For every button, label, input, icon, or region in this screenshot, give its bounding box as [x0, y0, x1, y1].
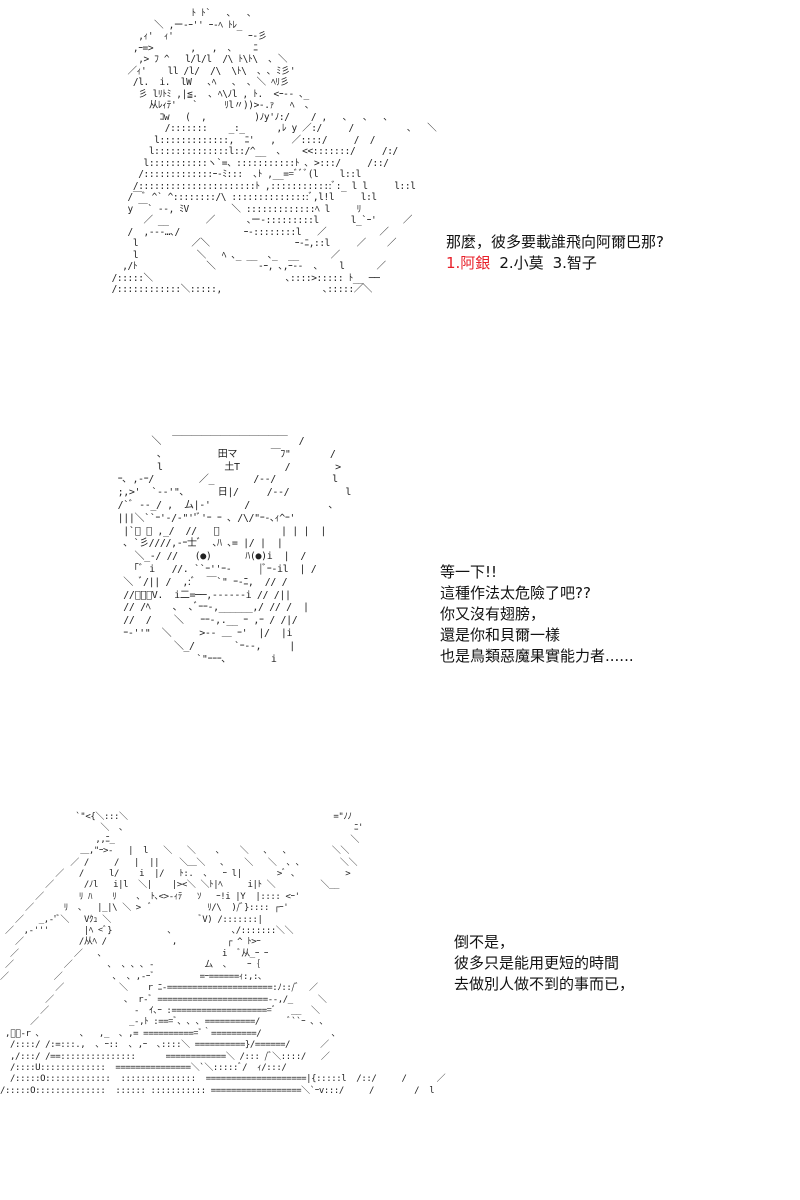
dialog-3: 倒不是， 彼多只是能用更短的時間 去做別人做不到的事而已，	[454, 932, 634, 995]
dialog-line-3: 去做別人做不到的事而已，	[454, 975, 635, 993]
ascii-art-figure-1: ﾄ ﾄ` ､ ､ ＼ ,ー-ｰ'' ｰ-ﾍ ﾄﾚ_ ,ｨ' ｨ' ｰ-彡 ,ｰ=…	[111, 8, 437, 295]
dialog-2: 等一下!! 這種作法太危險了吧?? 你又沒有翅膀， 還是你和貝爾一樣 也是鳥類惡…	[440, 562, 634, 667]
ascii-art-figure-3: `"<{＼:::＼ ="ﾉﾉ ＼ ､ ﾆ' ,,ﾆ_ ＼	[0, 812, 446, 1096]
option-3: 3.智子	[552, 254, 597, 272]
dialog-line-1: 等一下!!	[440, 563, 498, 581]
option-1: 1.阿銀	[446, 254, 491, 272]
panel-3: `"<{＼:::＼ ="ﾉﾉ ＼ ､ ﾆ' ,,ﾆ_ ＼	[0, 790, 800, 1200]
dialog-line-2: 這種作法太危險了吧??	[440, 584, 591, 602]
dialog-question: 那麼，彼多要載誰飛向阿爾巴那?	[446, 233, 664, 251]
ascii-art-figure-2: ＼ ￣￣￣￣￣￣￣￣￣￣￣￣ / ､ 田マ ￣ﾌ" / l 土T / > ｰ､ …	[117, 436, 352, 665]
panel-2: ＼ ￣￣￣￣￣￣￣￣￣￣￣￣ / ､ 田マ ￣ﾌ" / l 土T / > ｰ､ …	[0, 420, 800, 790]
panel-1: ﾄ ﾄ` ､ ､ ＼ ,ー-ｰ'' ｰ-ﾍ ﾄﾚ_ ,ｨ' ｨ' ｰ-彡 ,ｰ=…	[0, 0, 800, 420]
dialog-line-5: 也是鳥類惡魔果實能力者......	[440, 647, 634, 665]
dialog-1: 那麼，彼多要載誰飛向阿爾巴那? 1.阿銀 2.小莫 3.智子	[446, 232, 664, 274]
dialog-line-1: 倒不是，	[454, 933, 515, 951]
dialog-line-4: 還是你和貝爾一樣	[440, 626, 561, 644]
dialog-line-3: 你又沒有翅膀，	[440, 605, 546, 623]
dialog-line-2: 彼多只是能用更短的時間	[454, 954, 620, 972]
dialog-options: 1.阿銀 2.小莫 3.智子	[446, 253, 664, 274]
option-2: 2.小莫	[499, 254, 544, 272]
